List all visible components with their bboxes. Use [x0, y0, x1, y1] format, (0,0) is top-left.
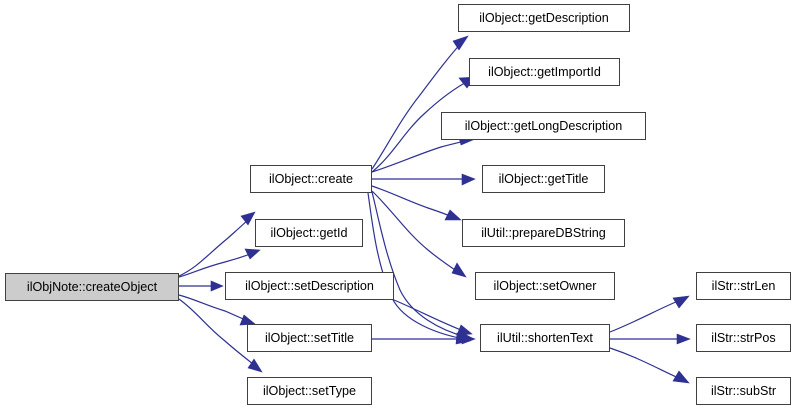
node-shortenText[interactable]: ilUtil::shortenText — [480, 324, 610, 352]
arrowhead-subStr — [672, 370, 690, 384]
arrowhead-setDescription — [210, 280, 224, 292]
arrowhead-shortenText — [457, 330, 473, 343]
node-createObject[interactable]: ilObjNote::createObject — [5, 273, 179, 301]
node-strLen[interactable]: ilStr::strLen — [696, 272, 791, 300]
node-label: ilObjNote::createObject — [26, 279, 158, 294]
node-label: ilStr::strLen — [711, 278, 776, 293]
arrowhead-shortenText — [461, 333, 476, 345]
node-getLongDescription[interactable]: ilObject::getLongDescription — [441, 112, 646, 140]
arrowhead-create — [240, 211, 256, 226]
edge-shortenText-to-strLen — [609, 298, 684, 333]
node-label: ilUtil::prepareDBString — [481, 225, 606, 240]
node-label: ilStr::strPos — [711, 330, 776, 345]
arrowhead-prepareDBString — [444, 209, 462, 221]
node-label: ilObject::getDescription — [479, 10, 609, 25]
arrowhead-setOwner — [451, 262, 467, 278]
edge-create-to-prepareDBString — [371, 185, 456, 219]
edge-create-to-setOwner — [371, 190, 462, 275]
node-label: ilObject::setType — [262, 383, 357, 398]
node-getImportId[interactable]: ilObject::getImportId — [469, 58, 620, 86]
arrowhead-getTitle — [461, 173, 476, 186]
node-getTitle[interactable]: ilObject::getTitle — [482, 165, 605, 193]
node-setDescription[interactable]: ilObject::setDescription — [225, 272, 394, 300]
node-setOwner[interactable]: ilObject::setOwner — [475, 272, 615, 300]
arrowhead-setType — [247, 358, 263, 373]
edge-create-to-shortenText2 — [367, 192, 465, 340]
node-label: ilObject::create — [269, 171, 353, 186]
arrowhead-shortenText2 — [455, 332, 471, 345]
arrowhead-shortenText — [456, 324, 473, 336]
node-getId[interactable]: ilObject::getId — [255, 219, 363, 247]
node-label: ilObject::getTitle — [498, 171, 589, 186]
arrowhead-getDescription — [452, 35, 469, 51]
node-create[interactable]: ilObject::create — [250, 165, 372, 193]
node-label: ilObject::setDescription — [245, 278, 374, 293]
node-setTitle[interactable]: ilObject::setTitle — [247, 324, 372, 352]
node-label: ilObject::setTitle — [264, 330, 355, 345]
node-label: ilObject::getLongDescription — [464, 118, 623, 133]
edge-create-to-getDescription — [371, 39, 465, 170]
node-subStr[interactable]: ilStr::subStr — [696, 377, 791, 405]
edge-create-to-shortenText — [371, 191, 467, 338]
node-label: ilStr::subStr — [710, 383, 777, 398]
edge-createObject-to-create — [178, 215, 253, 277]
node-label: ilUtil::shortenText — [497, 330, 593, 345]
edge-setDescription-to-shortenText — [393, 299, 467, 333]
arrowhead-getId — [244, 248, 261, 260]
edge-create-to-getLongDescription — [371, 139, 470, 173]
node-label: ilObject::getImportId — [488, 64, 601, 79]
edge-shortenText-to-subStr — [609, 347, 684, 381]
node-prepareDBString[interactable]: ilUtil::prepareDBString — [462, 219, 625, 247]
arrowhead-strPos — [676, 333, 691, 345]
node-label: ilObject::setOwner — [493, 278, 597, 293]
arrowhead-strLen — [672, 295, 690, 309]
node-setType[interactable]: ilObject::setType — [247, 377, 372, 405]
node-strPos[interactable]: ilStr::strPos — [696, 324, 791, 352]
node-label: ilObject::getId — [270, 225, 348, 240]
node-getDescription[interactable]: ilObject::getDescription — [458, 4, 630, 32]
